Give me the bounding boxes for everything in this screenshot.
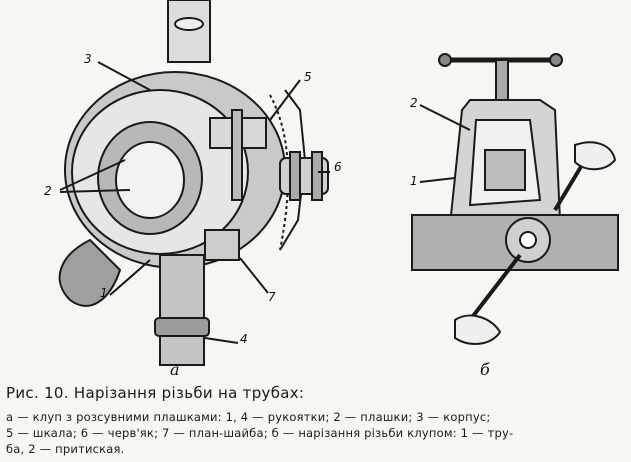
figure-caption-title: Рис. 10. Нарізання різьби на трубах: <box>6 384 305 402</box>
caption-line-2: 5 — шкала; 6 — черв'як; 7 — план-шайба; … <box>6 426 514 440</box>
callout-3: 3 <box>84 52 92 66</box>
callout-b-2: 2 <box>410 96 418 110</box>
callout-6: 6 <box>334 160 342 174</box>
caption-line-1: а — клуп з розсувними плашками: 1, 4 — р… <box>6 410 491 424</box>
subfigure-label-b: б <box>480 360 490 379</box>
caption-line-3: ба, 2 — притиская. <box>6 442 125 456</box>
figure-illustration: 3 5 2 1 6 7 4 2 1 а б <box>44 0 619 379</box>
callout-7: 7 <box>268 290 276 304</box>
subfigure-label-a: а <box>170 360 180 379</box>
callout-b-1: 1 <box>410 174 418 188</box>
callout-2: 2 <box>44 184 52 198</box>
pipe-threading-drawing <box>58 0 619 366</box>
callout-1: 1 <box>100 286 108 300</box>
callout-4: 4 <box>240 332 248 346</box>
callout-5: 5 <box>304 70 312 84</box>
